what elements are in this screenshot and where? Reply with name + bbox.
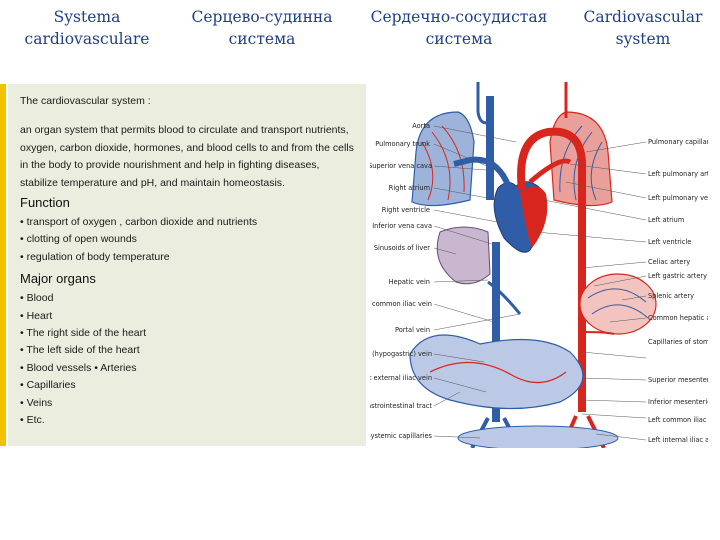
intro-text: The cardiovascular system : — [20, 95, 151, 107]
list-item: • Blood vessels • Arteries — [20, 361, 137, 374]
left-labels: Aorta Pulmonary trunk Superior vena cava… — [370, 122, 433, 440]
list-item: • Etc. — [20, 414, 45, 427]
list-item: • regulation of body temperature — [20, 250, 170, 263]
label-pulmonary-capillaries-left-lung: Pulmonary capillaries of left lung — [648, 138, 708, 146]
function-heading: Function — [20, 195, 70, 210]
label-superior-vena-cava: Superior vena cava — [370, 162, 432, 170]
label-aorta: Aorta — [412, 122, 430, 130]
circulatory-system-diagram: Aorta Pulmonary trunk Superior vena cava… — [370, 82, 708, 448]
organs-list: • Blood • Heart • The right side of the … — [20, 290, 356, 429]
title-english: Cardiovascular system — [568, 6, 718, 50]
label-sinusoids-of-liver: Sinusoids of liver — [374, 244, 430, 252]
list-item: • The right side of the heart — [20, 327, 147, 340]
list-item: • clotting of open wounds — [20, 233, 137, 246]
list-item: • Heart — [20, 309, 53, 322]
label-portal-vein: Portal vein — [395, 326, 430, 334]
label-inferior-vena-cava: Inferior vena cava — [372, 222, 432, 230]
title-english-line2: system — [615, 30, 671, 48]
title-ukrainian-line2: система — [228, 30, 296, 48]
title-latin-line2: cardiovasculare — [24, 30, 150, 48]
diagram-illustration — [409, 82, 657, 448]
label-capillaries-of-stomach: Capillaries of stomach — [648, 338, 708, 346]
title-ukrainian-line1: Серцево-судинна — [191, 8, 333, 26]
label-left-common-iliac-artery: Left common iliac artery — [648, 416, 708, 424]
right-labels: Pulmonary capillaries of left lung Left … — [648, 138, 708, 444]
label-celiac-artery: Celiac artery — [648, 258, 690, 266]
label-right-atrium: Right atrium — [389, 184, 430, 192]
label-right-internal-iliac-vein: Right internal iliac (hypogastric) vein — [370, 350, 432, 358]
label-superior-mesenteric-artery: Superior mesenteric artery — [648, 376, 708, 384]
list-item: • The left side of the heart — [20, 344, 140, 357]
label-hepatic-vein: Hepatic vein — [389, 278, 430, 286]
label-right-external-iliac-vein: Right external iliac vein — [370, 374, 432, 382]
label-systemic-capillaries: Systemic capillaries — [370, 432, 433, 440]
list-item: • Veins — [20, 396, 53, 409]
label-pulmonary-trunk: Pulmonary trunk — [375, 140, 430, 148]
definition-text: an organ system that permits blood to ci… — [20, 124, 354, 189]
label-left-pulmonary-artery: Left pulmonary artery — [648, 170, 708, 178]
title-english-line1: Cardiovascular — [583, 8, 703, 26]
label-left-ventricle: Left ventricle — [648, 238, 691, 246]
label-common-hepatic-artery: Common hepatic artery — [648, 314, 708, 322]
text-panel: The cardiovascular system : an organ sys… — [8, 84, 366, 446]
organs-heading: Major organs — [20, 271, 96, 287]
label-right-ventricle: Right ventricle — [382, 206, 430, 214]
title-ukrainian: Серцево-судинна система — [178, 6, 346, 50]
title-russian-line1: Сердечно-сосудистая — [370, 8, 548, 26]
label-left-internal-iliac-artery: Left internal iliac artery — [648, 436, 708, 444]
label-inferior-mesenteric-artery: Inferior mesenteric artery — [648, 398, 708, 406]
title-russian: Сердечно-сосудистая система — [350, 6, 568, 50]
title-russian-line2: система — [425, 30, 493, 48]
title-latin-line1: Systema — [53, 8, 121, 26]
label-splenic-artery: Splenic artery — [648, 292, 694, 300]
label-left-atrium: Left atrium — [648, 216, 684, 224]
list-item: • transport of oxygen , carbon dioxide a… — [20, 216, 258, 228]
function-list: • transport of oxygen , carbon dioxide a… — [20, 214, 356, 266]
title-latin: Systema cardiovasculare — [4, 6, 170, 50]
label-systemic-capillaries-gi-tract: Systemic capillaries of gastrointestinal… — [370, 402, 432, 410]
label-right-common-iliac-vein: Right common iliac vein — [370, 300, 432, 308]
label-left-gastric-artery: Left gastric artery — [648, 272, 707, 280]
list-item: • Blood — [20, 292, 54, 305]
accent-bar — [0, 84, 6, 446]
list-item: • Capillaries — [20, 379, 76, 392]
